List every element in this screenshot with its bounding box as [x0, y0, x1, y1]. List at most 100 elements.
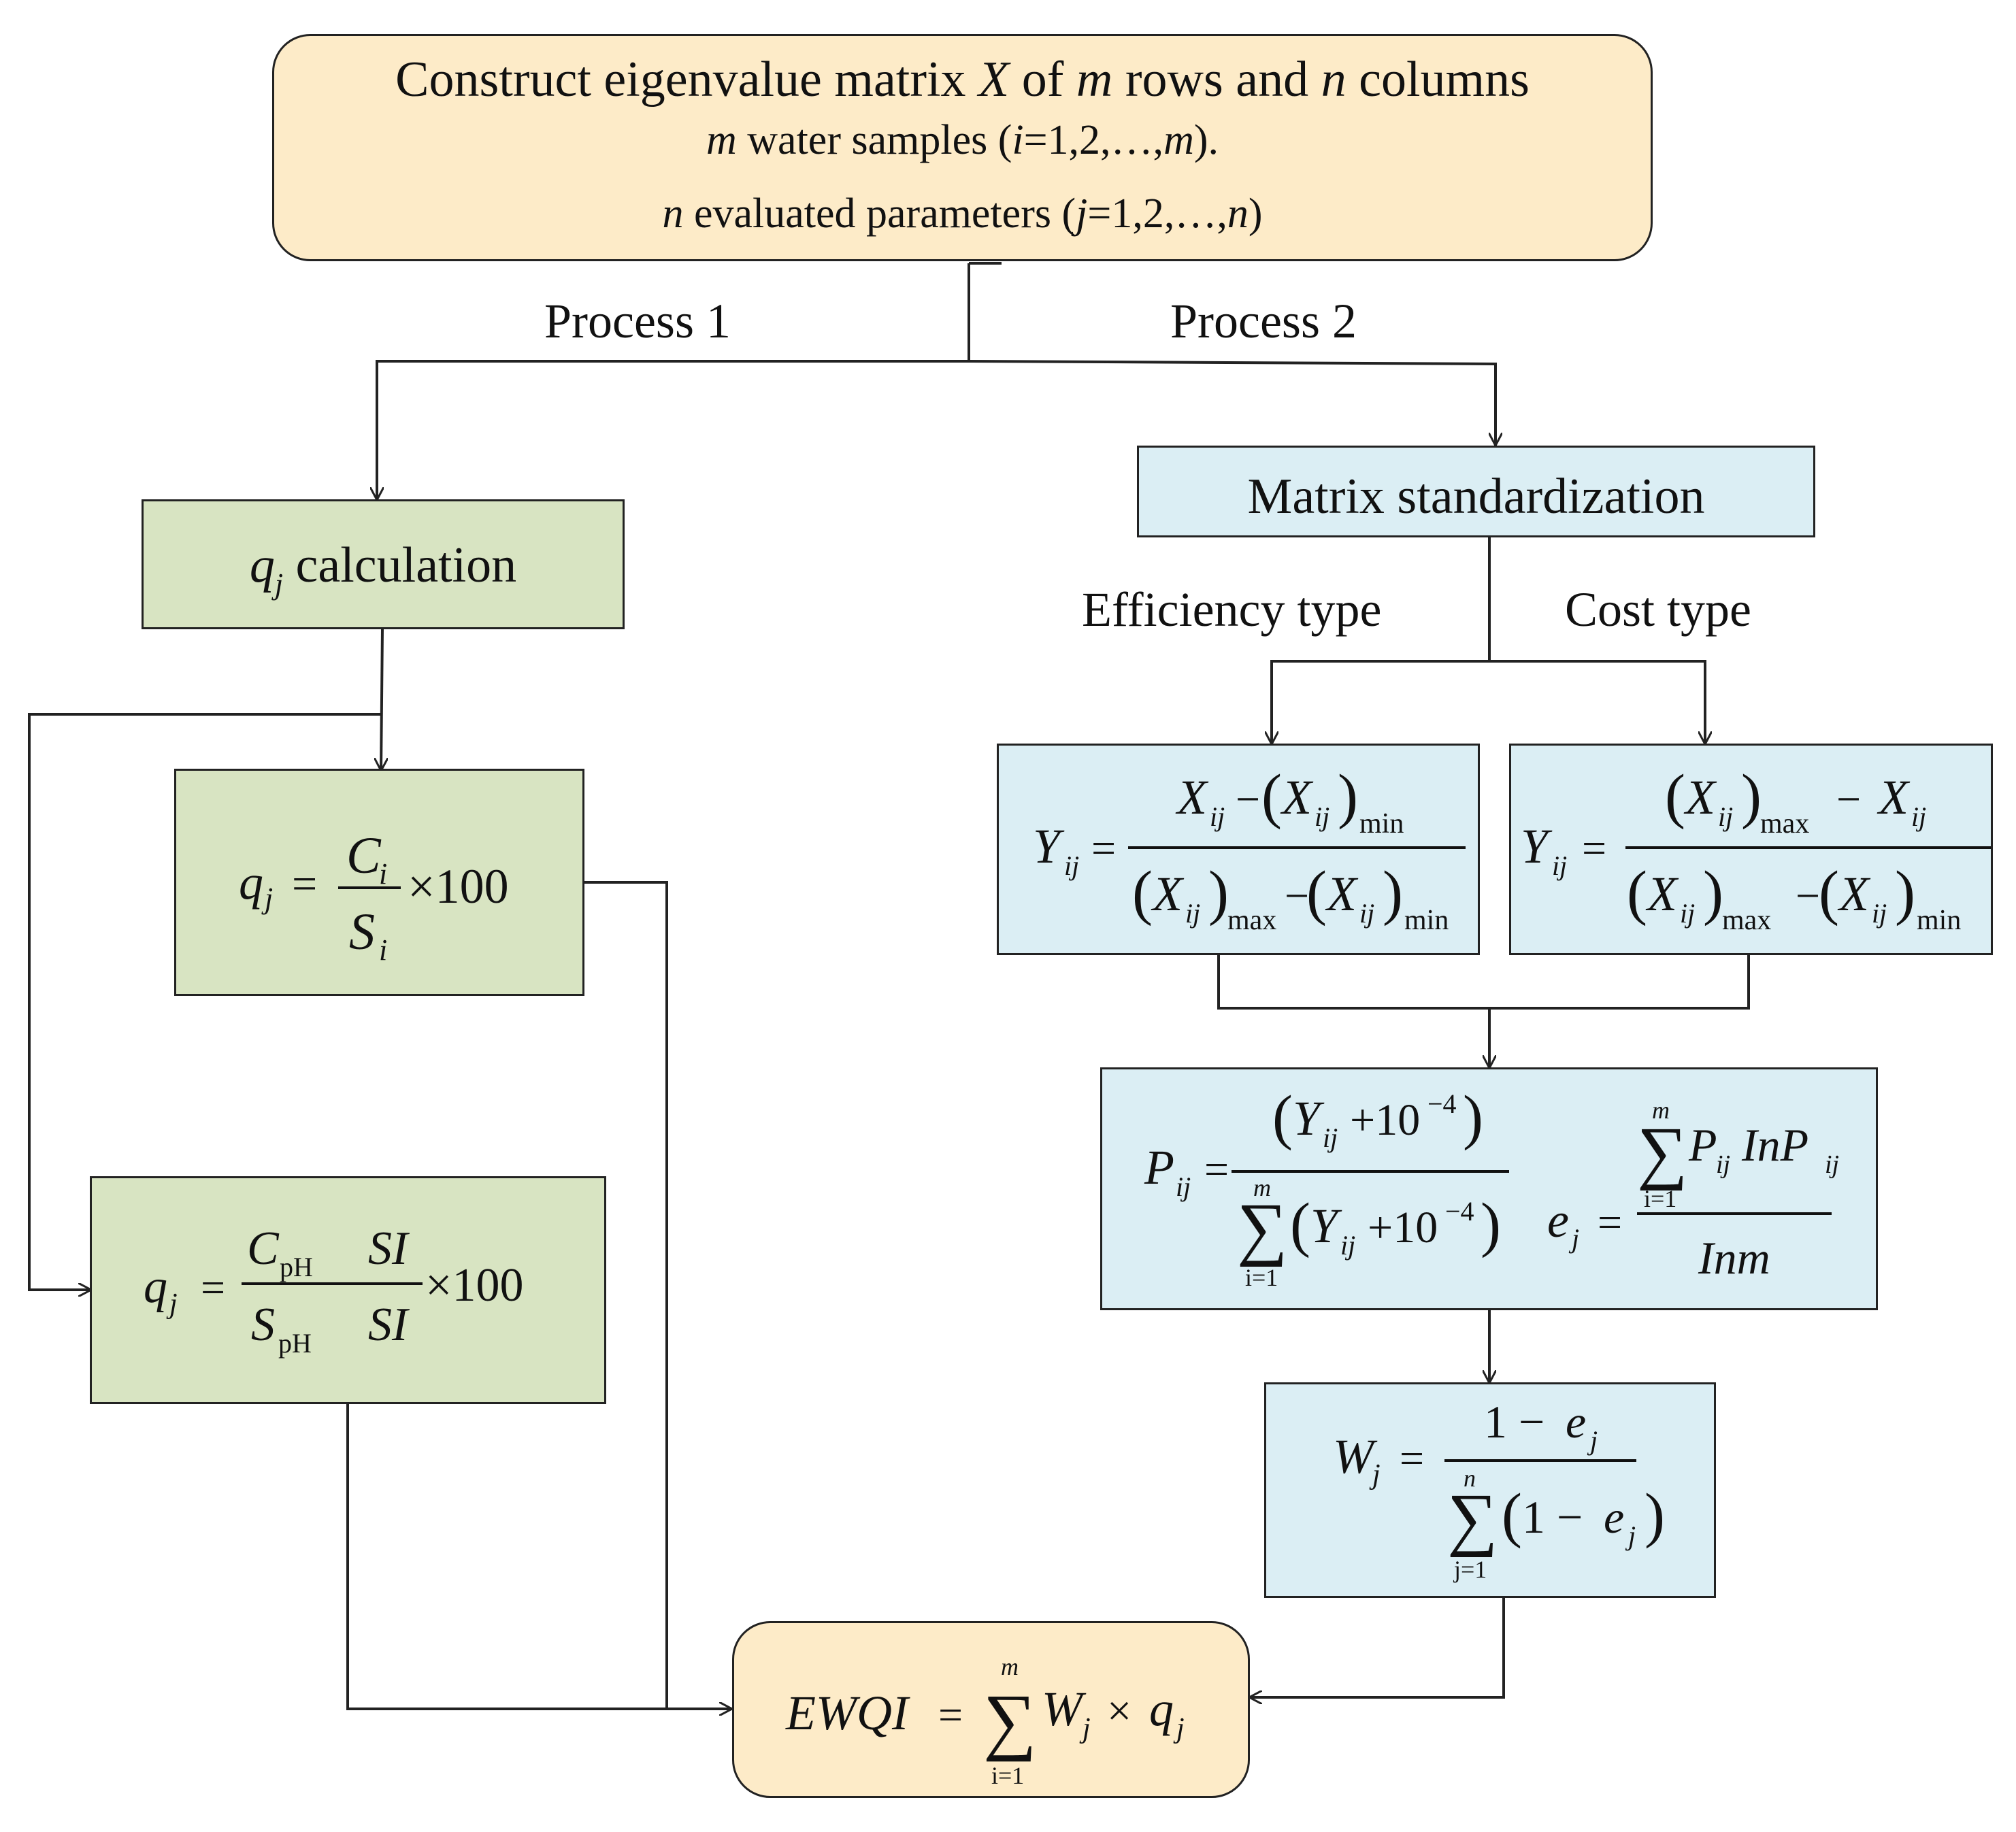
formula-subscript-j: j — [1625, 1520, 1636, 1551]
entropy-formula: P ij = ( Y ij +10 −4 ) m ∑ i=1 ( Y ij +1… — [1144, 1084, 1839, 1291]
connector-process1 — [377, 360, 969, 500]
formula-subscript-max: max — [1227, 905, 1276, 936]
formula-subscript-ij: ij — [1340, 1230, 1355, 1261]
formula-subscript-ij: ij — [1718, 801, 1733, 832]
connector-top-stem — [968, 262, 1002, 361]
cost-formula-box: Y ij = ( X ij ) max − X ij ( X ij ) max … — [1509, 744, 1993, 955]
process-1-label: Process 1 — [544, 294, 731, 348]
formula-symbol-e: e — [1604, 1491, 1624, 1543]
matrix-standardization-label: Matrix standardization — [1247, 469, 1705, 524]
cost-type-label: Cost type — [1565, 582, 1752, 637]
formula-subscript-min: min — [1359, 808, 1404, 839]
efficiency-type-label: Efficiency type — [1082, 582, 1382, 637]
formula-sum-upper: m — [1001, 1653, 1019, 1680]
formula-symbol-SI: SI — [368, 1222, 410, 1275]
construct-matrix-box: Construct eigenvalue matrix X of m rows … — [272, 34, 1653, 261]
ewqi-formula-box: EWQI = m ∑ i=1 W j × q j — [732, 1621, 1250, 1798]
formula-symbol-W: W — [1042, 1682, 1087, 1736]
formula-subscript-min: min — [1404, 905, 1449, 936]
formula-exponent: −4 — [1427, 1088, 1457, 1119]
qj-ratio-formula: q j = C i S i ×100 — [239, 827, 509, 967]
formula-symbol-X: X — [1280, 770, 1314, 825]
formula-equals: = — [201, 1263, 225, 1312]
formula-subscript-j: j — [1568, 1223, 1579, 1254]
formula-subscript-ij: ij — [1315, 801, 1329, 832]
construct-matrix-line1: Construct eigenvalue matrix X of m rows … — [395, 52, 1530, 107]
formula-minus: − — [1285, 871, 1309, 920]
qj-ratio-formula-box: q j = C i S i ×100 — [174, 769, 584, 996]
formula-subscript-ij: ij — [1872, 898, 1887, 929]
formula-subscript-j: j — [166, 1288, 178, 1320]
formula-paren-close: ) — [1645, 1482, 1665, 1549]
formula-paren-open: ( — [1502, 1482, 1522, 1549]
formula-subscript-ij: ij — [1185, 898, 1200, 929]
formula-symbol-P: P — [1144, 1140, 1174, 1195]
formula-symbol-e: e — [1547, 1193, 1569, 1248]
formula-subscript-ij: ij — [1716, 1150, 1730, 1179]
formula-paren-close: ) — [1383, 859, 1403, 927]
formula-paren-close: ) — [1703, 859, 1723, 927]
matrix-standardization-box: Matrix standardization — [1137, 446, 1815, 537]
connector-qj2-to-ewqi — [346, 1403, 732, 1709]
formula-sum-lower: i=1 — [991, 1762, 1024, 1789]
formula-subscript-i: i — [379, 933, 387, 967]
formula-symbol-C: C — [346, 827, 382, 884]
formula-one-minus: 1 − — [1522, 1491, 1583, 1543]
formula-symbol-Y: Y — [1310, 1199, 1342, 1253]
formula-equals: = — [1204, 1145, 1229, 1193]
formula-symbol-X: X — [1877, 770, 1911, 825]
qj-calculation-box: qj calculation — [142, 499, 625, 629]
cost-formula: Y ij = ( X ij ) max − X ij ( X ij ) max … — [1521, 763, 1991, 936]
formula-symbol-X: X — [1683, 770, 1717, 825]
formula-symbol-Y: Y — [1293, 1091, 1325, 1146]
connector-merge — [1217, 954, 1750, 1068]
formula-equals: = — [292, 859, 317, 909]
formula-subscript-j: j — [1587, 1425, 1598, 1456]
formula-paren-close: ) — [1481, 1191, 1501, 1259]
formula-subscript-i: i — [379, 857, 387, 890]
formula-subscript-ij: ij — [1176, 1171, 1191, 1202]
efficiency-formula: Y ij = X ij − ( X ij ) min ( X ij ) max … — [1033, 763, 1466, 936]
formula-sum-upper: m — [1652, 1097, 1670, 1124]
connector-process2 — [968, 360, 1496, 446]
connector-qj1-to-ewqi — [584, 881, 668, 1709]
formula-symbol-X: X — [1175, 770, 1209, 825]
connector-wj-to-ewqi — [1249, 1597, 1505, 1697]
formula-one-minus: 1 − — [1484, 1396, 1544, 1448]
evaluated-parameters-line: n evaluated parameters (j=1,2,…,n) — [662, 190, 1263, 237]
formula-sum-upper: m — [1253, 1174, 1271, 1201]
formula-exponent: −4 — [1445, 1196, 1474, 1227]
formula-sum-lower: j=1 — [1453, 1556, 1487, 1583]
formula-symbol-Inm: Inm — [1698, 1232, 1770, 1284]
formula-subscript-ij: ij — [1210, 801, 1225, 832]
qj-ph-formula-box: q j = C pH SI S pH SI ×100 — [90, 1176, 606, 1404]
water-samples-line: m water samples (i=1,2,…,m). — [706, 117, 1219, 163]
connector-left-loop — [28, 713, 381, 1290]
formula-times-100: ×100 — [425, 1259, 523, 1312]
formula-equals: = — [1400, 1434, 1424, 1482]
formula-sigma: ∑ — [1237, 1189, 1287, 1267]
formula-symbol-X: X — [1151, 867, 1185, 921]
formula-subscript-pH: pH — [280, 1252, 313, 1282]
formula-minus: − — [1836, 775, 1861, 823]
formula-subscript-max: max — [1760, 808, 1809, 839]
weight-formula-box: W j = 1 − e j n ∑ j=1 ( 1 − e j ) — [1264, 1382, 1716, 1598]
connector-efficiency — [1272, 660, 1489, 744]
formula-equals: = — [1582, 824, 1606, 872]
formula-subscript-min: min — [1917, 905, 1961, 936]
formula-symbol-Y: Y — [1521, 819, 1553, 873]
formula-times-100: ×100 — [408, 859, 509, 914]
connector-qcalc-down — [381, 628, 382, 771]
formula-paren-open: ( — [1272, 1084, 1293, 1151]
formula-subscript-ij: ij — [1911, 801, 1926, 832]
formula-subscript-j: j — [1079, 1713, 1091, 1744]
formula-paren-open: ( — [1290, 1191, 1310, 1259]
formula-sum-lower: i=1 — [1245, 1264, 1278, 1291]
formula-paren-open: ( — [1132, 859, 1153, 927]
formula-subscript-ij: ij — [1359, 898, 1374, 929]
formula-paren-close: ) — [1208, 859, 1229, 927]
formula-symbol-S: S — [251, 1299, 275, 1351]
formula-symbol-q: q — [144, 1261, 167, 1313]
formula-sigma: ∑ — [1637, 1113, 1687, 1191]
